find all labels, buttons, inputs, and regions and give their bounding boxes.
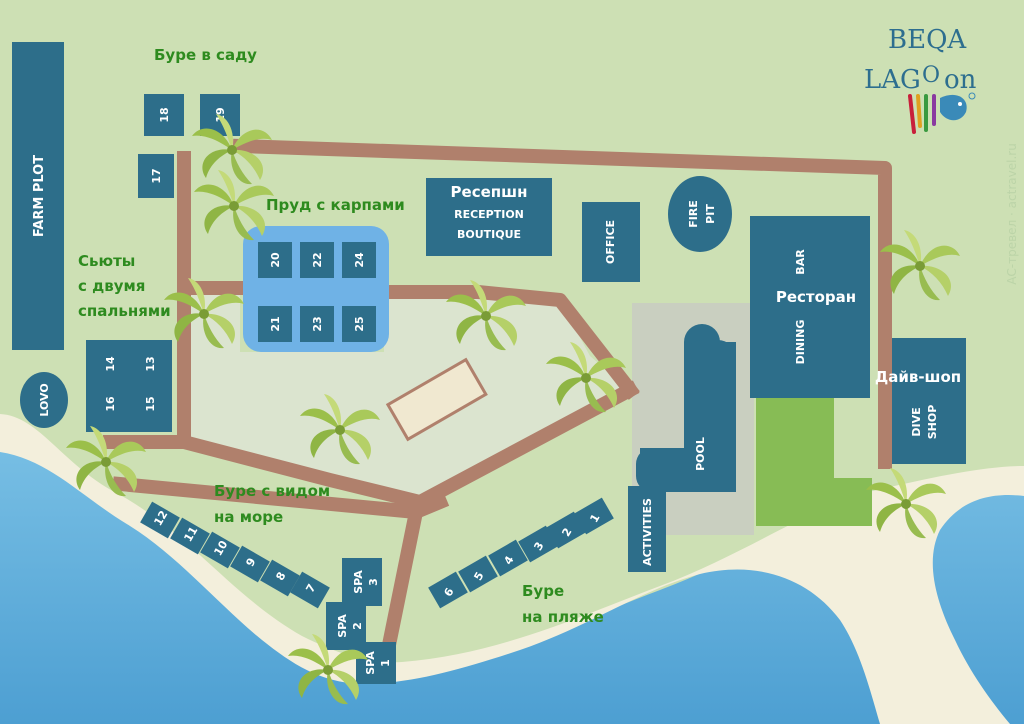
sea — [0, 416, 1024, 724]
activities-building: ACTIVITIES — [628, 486, 666, 572]
bar-label: BAR — [794, 249, 807, 275]
ocean-view-label-1: Буре с видом — [214, 482, 330, 500]
restaurant-building: BAR Ресторан DINING — [750, 216, 870, 398]
boutique-label: BOUTIQUE — [457, 228, 521, 241]
suites-label-1: Сьюты — [78, 252, 135, 270]
fire-pit: FIRE PIT — [668, 176, 732, 252]
bure-23: 23 — [311, 316, 324, 331]
spa1-label: SPA — [364, 651, 377, 675]
pool-label: POOL — [694, 437, 707, 471]
garden-bure-label: Буре в саду — [154, 46, 257, 64]
pond-bures: 20 22 24 21 23 25 — [258, 242, 376, 342]
spa3-label: SPA — [352, 570, 365, 594]
dive-label: DIVE — [910, 407, 923, 436]
bure-24: 24 — [353, 252, 366, 268]
suite-15: 15 — [144, 396, 157, 411]
bure-22: 22 — [311, 252, 324, 267]
lawn-rectangle — [385, 357, 488, 442]
farm-plot-building: FARM PLOT — [12, 42, 64, 350]
logo-line1: BEQA — [888, 25, 967, 55]
restaurant-label: Ресторан — [776, 288, 856, 306]
lovo-building: LOVO — [20, 372, 68, 428]
fish-logo-icon — [908, 92, 976, 134]
reception-ru-label: Ресепшн — [451, 183, 528, 201]
fire-pit-label-1: FIRE — [687, 200, 700, 228]
paths — [103, 138, 892, 649]
beach-sand — [0, 414, 1024, 724]
suites-label-2: с двумя — [78, 277, 145, 295]
logo-line2-o: O — [922, 63, 940, 88]
reception-en-label: RECEPTION — [454, 208, 524, 221]
dive-shop-ru-label: Дайв-шоп — [875, 368, 961, 386]
logo-line2-part1: LAG — [864, 65, 921, 95]
logo-line2-part2: on — [944, 65, 977, 95]
bure-25: 25 — [353, 316, 366, 331]
suites-label-3: спальнями — [78, 302, 171, 320]
suite-14: 14 — [104, 356, 117, 372]
bure-20: 20 — [269, 252, 282, 268]
fire-pit-label-2: PIT — [704, 204, 717, 224]
bure-18: 18 — [158, 107, 171, 122]
activities-label: ACTIVITIES — [641, 498, 654, 566]
suite-13: 13 — [144, 356, 157, 371]
spa3-number: 3 — [367, 578, 380, 586]
dive-shop-building: Дайв-шоп DIVE SHOP — [875, 338, 966, 464]
spa1-number: 1 — [379, 659, 392, 667]
spa2-number: 2 — [351, 622, 364, 630]
spa2-label: SPA — [336, 614, 349, 638]
ocean-view-bures: 12 11 10 9 8 7 — [140, 501, 330, 609]
beach-bure-label-1: Буре — [522, 582, 564, 600]
dining-label: DINING — [794, 320, 807, 365]
bure-17: 17 — [150, 168, 163, 183]
beach-bures: 6 5 4 3 2 1 — [428, 497, 614, 609]
office-building: OFFICE — [582, 202, 640, 282]
pool: POOL — [636, 324, 736, 492]
suites-building: 14 13 16 15 — [86, 340, 172, 432]
carp-pond-label: Пруд с карпами — [266, 196, 405, 214]
bure-21: 21 — [269, 316, 282, 331]
spa-buildings: SPA 3 SPA 2 SPA 1 — [326, 558, 396, 684]
beach-bure-label-2: на пляже — [522, 608, 604, 626]
lovo-label: LOVO — [38, 383, 51, 416]
suite-16: 16 — [104, 396, 117, 412]
lawn-patch — [834, 398, 874, 478]
reception-building: Ресепшн RECEPTION BOUTIQUE — [426, 178, 552, 256]
ocean-view-label-2: на море — [214, 508, 283, 526]
watermark: АС-тревел · actravel.ru — [1005, 143, 1019, 285]
office-label: OFFICE — [604, 220, 617, 264]
beqa-lagoon-logo: BEQA LAG O on — [864, 25, 977, 134]
shop-label: SHOP — [926, 405, 939, 440]
farm-plot-label: FARM PLOT — [32, 155, 47, 237]
